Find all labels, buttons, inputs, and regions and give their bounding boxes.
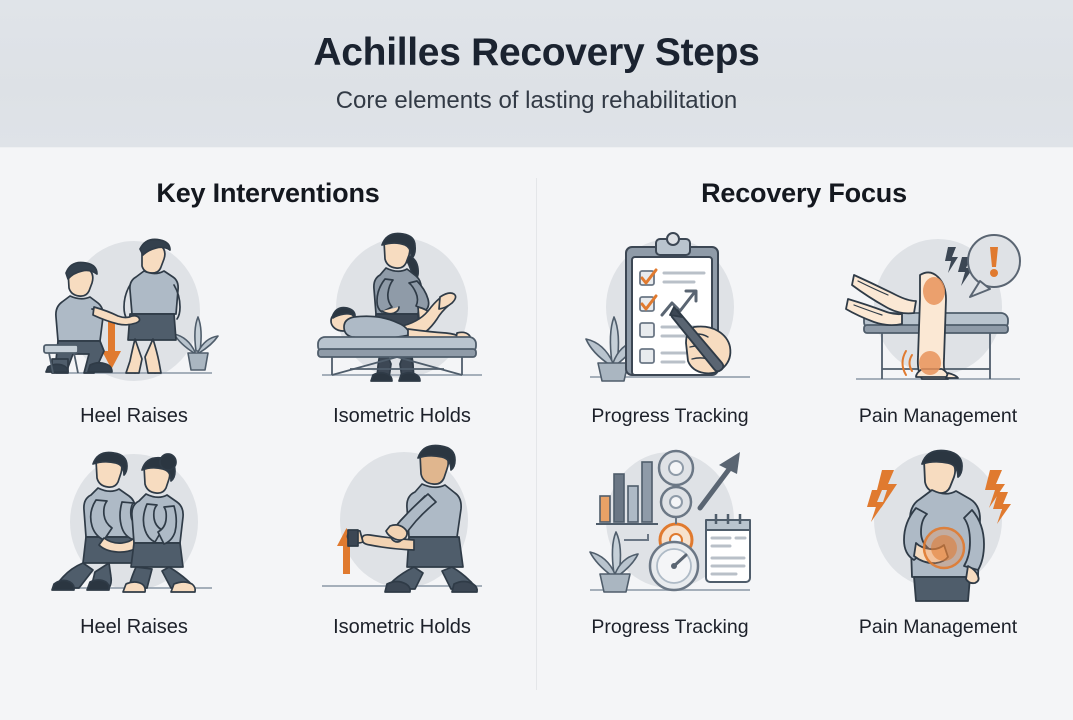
column-title-recovery-focus: Recovery Focus — [701, 178, 907, 208]
card-progress-tracking-2[interactable]: Progress Tracking — [536, 434, 804, 639]
lightning-icon-right — [985, 470, 1011, 524]
arrow-head — [719, 452, 740, 474]
person-holding-side-pain-illustration — [867, 449, 1011, 602]
card-grid-left: Heel Raises — [0, 223, 536, 639]
card-grid-right: Progress Tracking — [536, 223, 1072, 639]
therapist-treatment-table-illustration — [317, 232, 482, 382]
card-isometric-holds-2[interactable]: Isometric Holds — [268, 434, 536, 639]
check-icon — [640, 268, 658, 311]
caption-label: Heel Raises — [80, 405, 188, 427]
column-key-interventions: Key Interventions — [0, 148, 536, 720]
card-progress-tracking-1[interactable]: Progress Tracking — [536, 223, 804, 428]
seated-therapist-standing-patient-illustration — [43, 238, 219, 381]
pain-waves-icon — [901, 350, 913, 376]
column-divider — [536, 178, 537, 690]
column-title-key-interventions: Key Interventions — [156, 178, 380, 208]
dashboard-chart-gauge-notepad-illustration — [589, 449, 751, 593]
page-subtitle: Core elements of lasting rehabilitation — [335, 87, 738, 115]
kneeling-leg-stretch-illustration — [322, 444, 482, 593]
two-people-kneeling-hands-illustration — [51, 451, 212, 593]
pain-spot-upper — [923, 277, 945, 305]
caption-label: Heel Raises — [80, 616, 188, 638]
lightning-icon-left — [867, 470, 897, 522]
pain-spot-lower — [919, 351, 941, 375]
content-area: Key Interventions — [0, 148, 1073, 720]
lightning-icon — [945, 247, 973, 286]
caption-label: Progress Tracking — [591, 405, 749, 427]
down-arrow-icon — [102, 321, 121, 369]
caption-label: Pain Management — [858, 405, 1018, 427]
pain-radiating-icon — [922, 526, 966, 570]
hands-treating-leg-pain-illustration — [845, 234, 1021, 380]
alert-bubble-icon — [967, 234, 1021, 298]
trend-up-icon — [660, 289, 698, 317]
card-pain-management-2[interactable]: Pain Management — [804, 434, 1072, 639]
page-title: Achilles Recovery Steps — [313, 31, 760, 75]
card-heel-raises-1[interactable]: Heel Raises — [0, 223, 268, 428]
card-heel-raises-2[interactable]: Heel Raises — [0, 434, 268, 639]
column-recovery-focus: Recovery Focus — [536, 148, 1072, 720]
card-pain-management-1[interactable]: Pain Management — [804, 223, 1072, 428]
gauge-icon — [648, 540, 700, 592]
card-isometric-holds-1[interactable]: Isometric Holds — [268, 223, 536, 428]
caption-label: Isometric Holds — [333, 405, 471, 427]
caption-label: Pain Management — [858, 616, 1018, 638]
caption-label: Progress Tracking — [591, 616, 749, 638]
clipboard-checklist-hand-pen-illustration — [585, 232, 750, 382]
header-banner: Achilles Recovery Steps Core elements of… — [0, 0, 1073, 148]
caption-label: Isometric Holds — [333, 616, 471, 638]
